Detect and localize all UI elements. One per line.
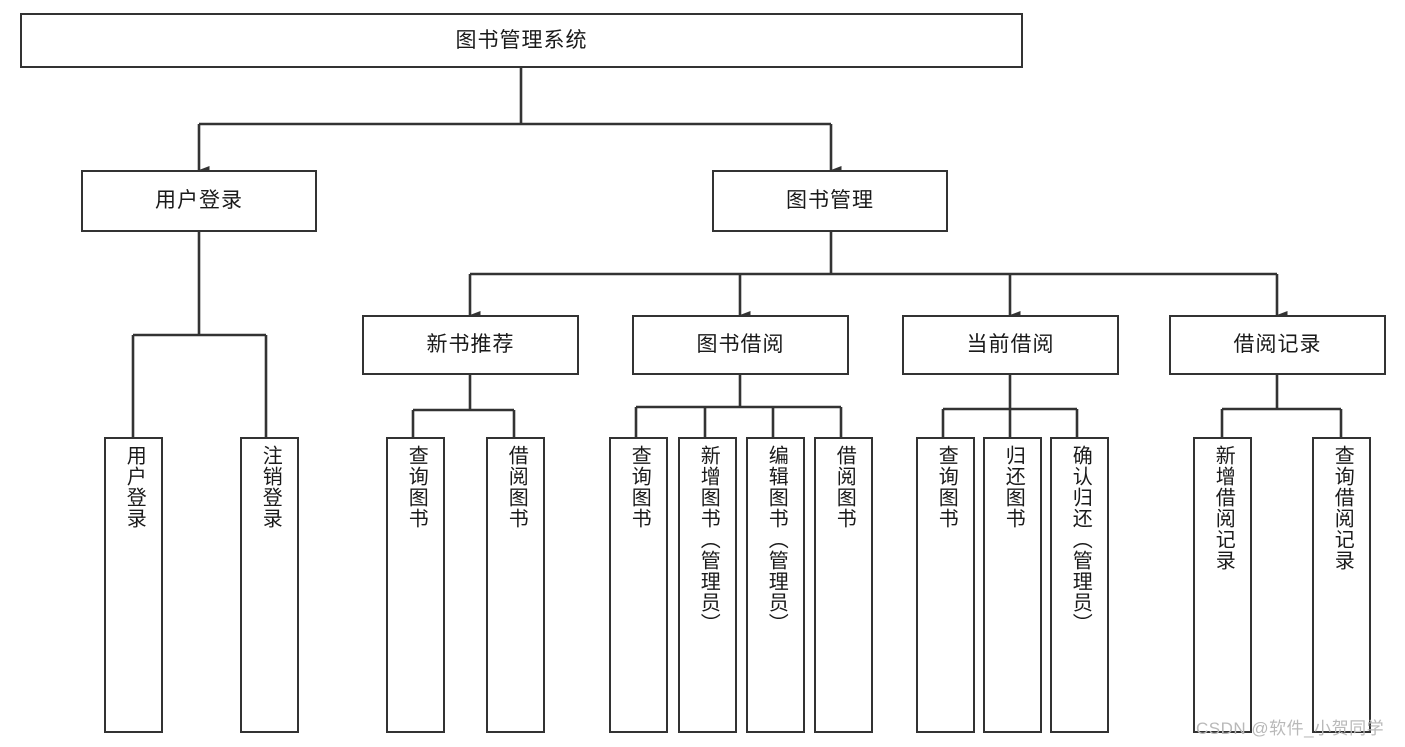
node-leaf-return-book[interactable]: 归还图书 [983,437,1042,733]
node-leaf-edit-book-admin-label: 编辑图书（管理员） [765,445,788,634]
node-leaf-recommend-query-book[interactable]: 查询图书 [386,437,445,733]
node-leaf-query-borrow-record-label: 查询借阅记录 [1331,445,1354,571]
node-leaf-confirm-return-admin-label: 确认归还（管理员） [1069,445,1092,634]
node-root-label: 图书管理系统 [455,28,588,52]
node-leaf-borrow-query-book-label: 查询图书 [628,445,651,529]
node-borrow-record[interactable]: 借阅记录 [1169,315,1386,375]
node-new-book-recommend[interactable]: 新书推荐 [362,315,579,375]
node-book-management-label: 图书管理 [786,189,874,213]
node-leaf-current-query-book-label: 查询图书 [935,445,958,529]
node-leaf-confirm-return-admin[interactable]: 确认归还（管理员） [1050,437,1109,733]
node-user-login[interactable]: 用户登录 [81,170,317,232]
node-current-borrow-label: 当前借阅 [966,333,1055,357]
node-leaf-recommend-query-book-label: 查询图书 [405,445,428,529]
node-leaf-borrow-book[interactable]: 借阅图书 [814,437,873,733]
node-leaf-return-book-label: 归还图书 [1002,445,1025,529]
node-leaf-edit-book-admin[interactable]: 编辑图书（管理员） [746,437,805,733]
node-root[interactable]: 图书管理系统 [20,13,1023,68]
node-new-book-recommend-label: 新书推荐 [426,333,515,357]
node-leaf-borrow-book-label: 借阅图书 [833,445,856,529]
node-leaf-user-login[interactable]: 用户登录 [104,437,163,733]
node-leaf-add-borrow-record[interactable]: 新增借阅记录 [1193,437,1252,733]
node-leaf-recommend-borrow-book-label: 借阅图书 [505,445,528,529]
node-user-login-label: 用户登录 [155,189,243,213]
node-leaf-add-borrow-record-label: 新增借阅记录 [1212,445,1235,571]
node-borrow-record-label: 借阅记录 [1233,333,1322,357]
node-book-borrow-label: 图书借阅 [696,333,785,357]
node-leaf-logout-label: 注销登录 [259,445,282,529]
node-leaf-borrow-query-book[interactable]: 查询图书 [609,437,668,733]
watermark: CSDN @软件_小贺同学 [1196,719,1385,738]
node-leaf-query-borrow-record[interactable]: 查询借阅记录 [1312,437,1371,733]
node-book-management[interactable]: 图书管理 [712,170,948,232]
node-book-borrow[interactable]: 图书借阅 [632,315,849,375]
node-leaf-add-book-admin[interactable]: 新增图书（管理员） [678,437,737,733]
node-leaf-logout[interactable]: 注销登录 [240,437,299,733]
node-current-borrow[interactable]: 当前借阅 [902,315,1119,375]
node-leaf-recommend-borrow-book[interactable]: 借阅图书 [486,437,545,733]
node-leaf-current-query-book[interactable]: 查询图书 [916,437,975,733]
node-leaf-user-login-label: 用户登录 [123,445,146,529]
node-leaf-add-book-admin-label: 新增图书（管理员） [697,445,720,634]
